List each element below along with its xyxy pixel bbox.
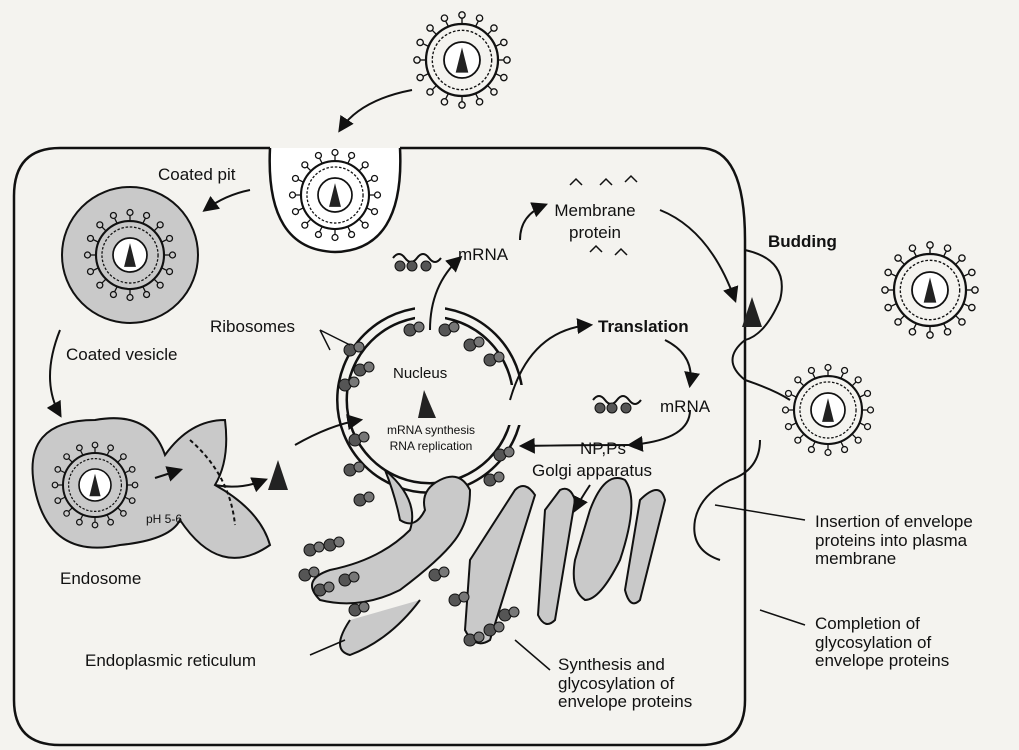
released-virion (882, 242, 978, 338)
completion-label-line1: Completion of (815, 615, 949, 634)
nucleus-shape (342, 300, 535, 488)
insertion-label-line1: Insertion of envelope (815, 513, 973, 532)
mrna-symbol-top (393, 254, 441, 271)
endoplasmic-reticulum-label: Endoplasmic reticulum (85, 652, 256, 671)
mrna-right-label: mRNA (660, 398, 710, 417)
golgi-shape (465, 478, 665, 643)
coated-pit-label: Coated pit (158, 166, 236, 185)
membrane-protein-label-line2: protein (540, 224, 650, 243)
insertion-label: Insertion of envelope proteins into plas… (815, 513, 973, 569)
mrna-symbol-right (593, 396, 641, 413)
rna-replication-label: RNA replication (372, 440, 490, 453)
coated-vesicle-shape (62, 187, 198, 323)
synthesis-label-line2: glycosylation of (558, 675, 692, 694)
completion-label-line2: glycosylation of (815, 634, 949, 653)
completion-label-line3: envelope proteins (815, 652, 949, 671)
free-virion-top (414, 12, 510, 108)
ph-label: pH 5-6 (146, 513, 182, 526)
synthesis-label-line3: envelope proteins (558, 693, 692, 712)
coated-vesicle-label: Coated vesicle (66, 346, 178, 365)
mrna-top-label: mRNA (458, 246, 508, 265)
insertion-label-line3: membrane (815, 550, 973, 569)
budding-label: Budding (768, 233, 837, 252)
budding-virion (783, 365, 874, 456)
membrane-protein-label-line1: Membrane (540, 202, 650, 221)
nucleus-label: Nucleus (393, 366, 447, 383)
endosome-shape (33, 418, 271, 558)
insertion-label-line2: proteins into plasma (815, 532, 973, 551)
coated-pit-shape (270, 148, 401, 252)
endosome-label: Endosome (60, 570, 141, 589)
translation-label: Translation (598, 318, 689, 337)
completion-label: Completion of glycosylation of envelope … (815, 615, 949, 671)
endoplasmic-reticulum-shape (312, 470, 470, 655)
golgi-label: Golgi apparatus (532, 462, 652, 481)
synthesis-label: Synthesis and glycosylation of envelope … (558, 656, 692, 712)
np-ps-label: NP,Ps (580, 440, 626, 459)
nucleocapsid-free (268, 460, 288, 490)
mrna-synthesis-label: mRNA synthesis (372, 424, 490, 437)
synthesis-label-line1: Synthesis and (558, 656, 692, 675)
ribosomes-label: Ribosomes (210, 318, 295, 337)
